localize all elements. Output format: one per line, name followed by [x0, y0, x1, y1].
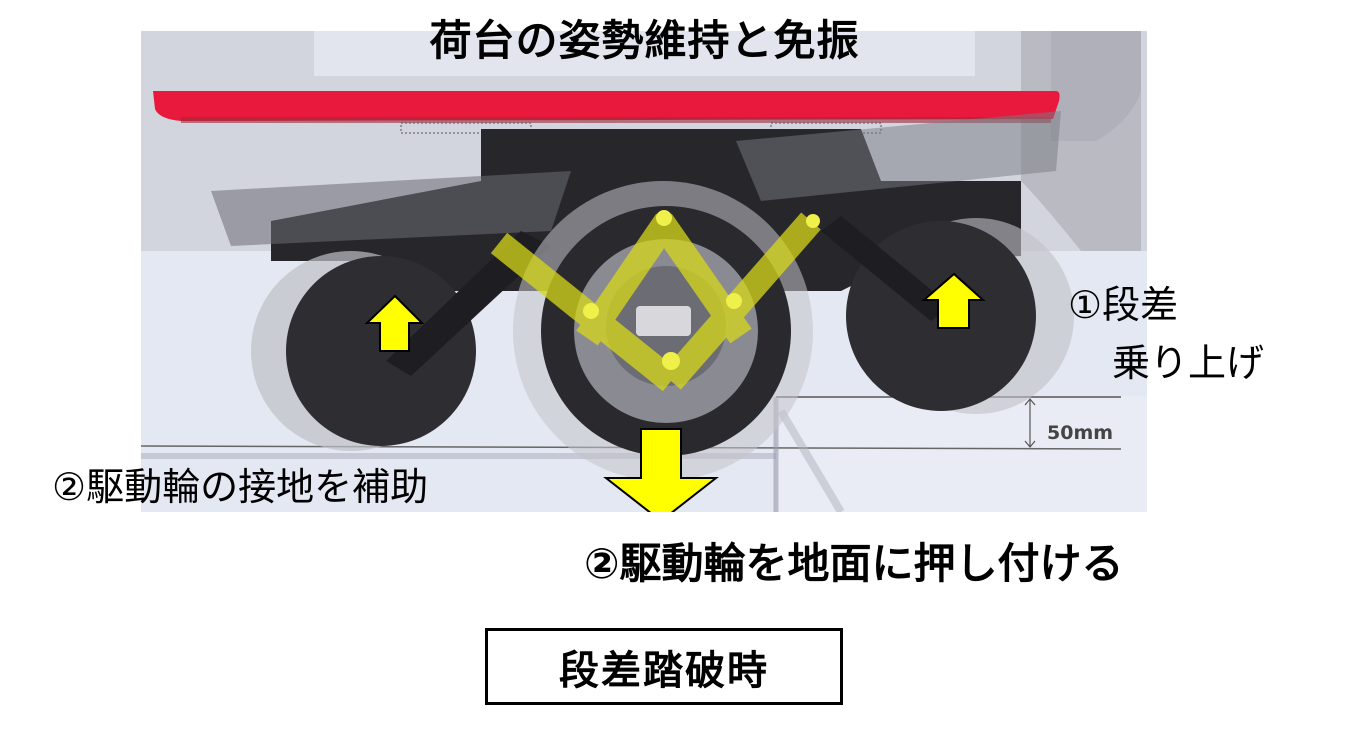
arrow-up-icon	[364, 294, 425, 352]
arrow-up-icon	[921, 272, 986, 329]
arrow-down-icon	[603, 428, 719, 512]
diagram-title: 荷台の姿勢維持と免振	[429, 16, 860, 65]
annotation-drive-wheel-assist: ②駆動輪の接地を補助	[52, 465, 429, 509]
annotation-step-climb-line2: 乗り上げ	[1112, 341, 1265, 385]
title-band	[314, 31, 975, 76]
step-height-dimension: 50mm	[1047, 422, 1114, 444]
annotation-step-climb-line1: ①段差	[1068, 283, 1179, 327]
caption-box: 段差踏破時	[485, 628, 843, 705]
caption-text: 段差踏破時	[559, 647, 769, 694]
annotation-drive-wheel-press: ②駆動輪を地面に押し付ける	[584, 539, 1124, 588]
robot-render-image	[141, 31, 1147, 512]
